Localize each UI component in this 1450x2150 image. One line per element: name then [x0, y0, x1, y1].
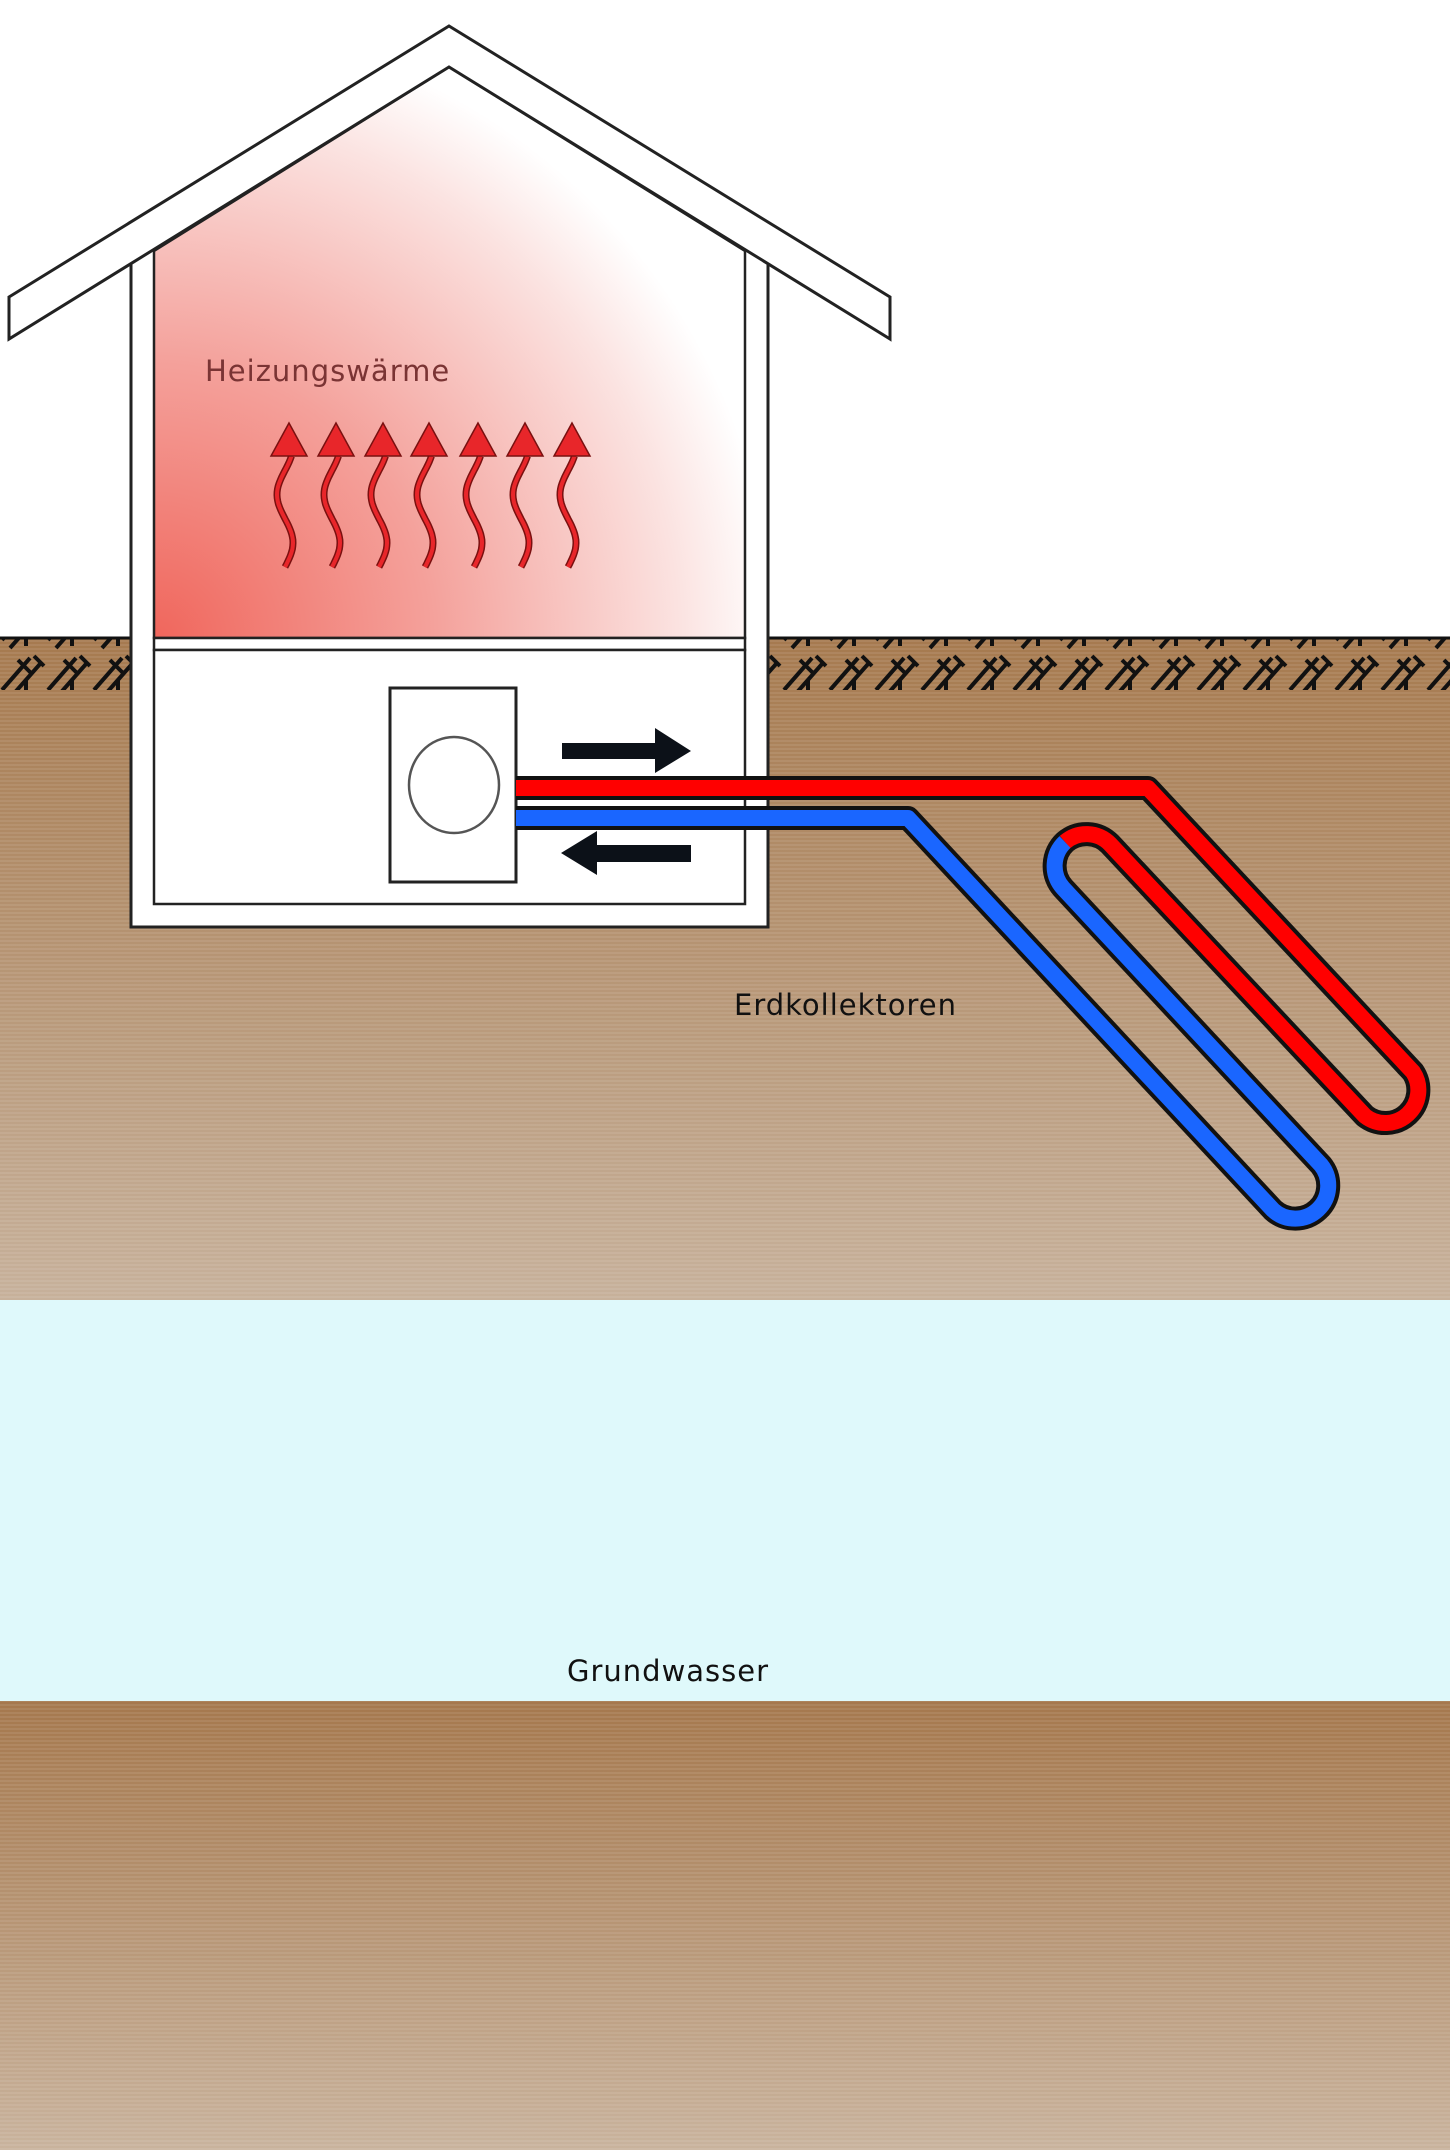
groundwater-layer — [0, 1300, 1450, 1701]
ground-collector-pipes — [516, 776, 1431, 1231]
flow-in-arrow-icon — [561, 831, 691, 875]
ground-collectors-label: Erdkollektoren — [734, 988, 958, 1022]
heat-arrow-icon — [409, 421, 449, 569]
heat-arrow-icon — [505, 421, 545, 569]
heat-arrow-icon — [552, 421, 592, 569]
heating-heat-label: Heizungswärme — [205, 354, 451, 388]
heat-arrow-icon — [269, 421, 309, 569]
flow-out-arrow-icon — [562, 728, 691, 773]
return-pipe-blue — [516, 810, 1337, 1227]
heat-pump-fan-icon — [407, 735, 501, 835]
heat-arrow-icon — [363, 421, 403, 569]
heat-arrow-icon — [316, 421, 356, 569]
roof — [7, 24, 892, 342]
supply-pipe-red — [516, 780, 1427, 1132]
groundwater-label: Grundwasser — [567, 1654, 770, 1688]
floor-slab — [152, 636, 747, 652]
heat-arrows — [269, 421, 592, 569]
heat-arrow-icon — [458, 421, 498, 569]
